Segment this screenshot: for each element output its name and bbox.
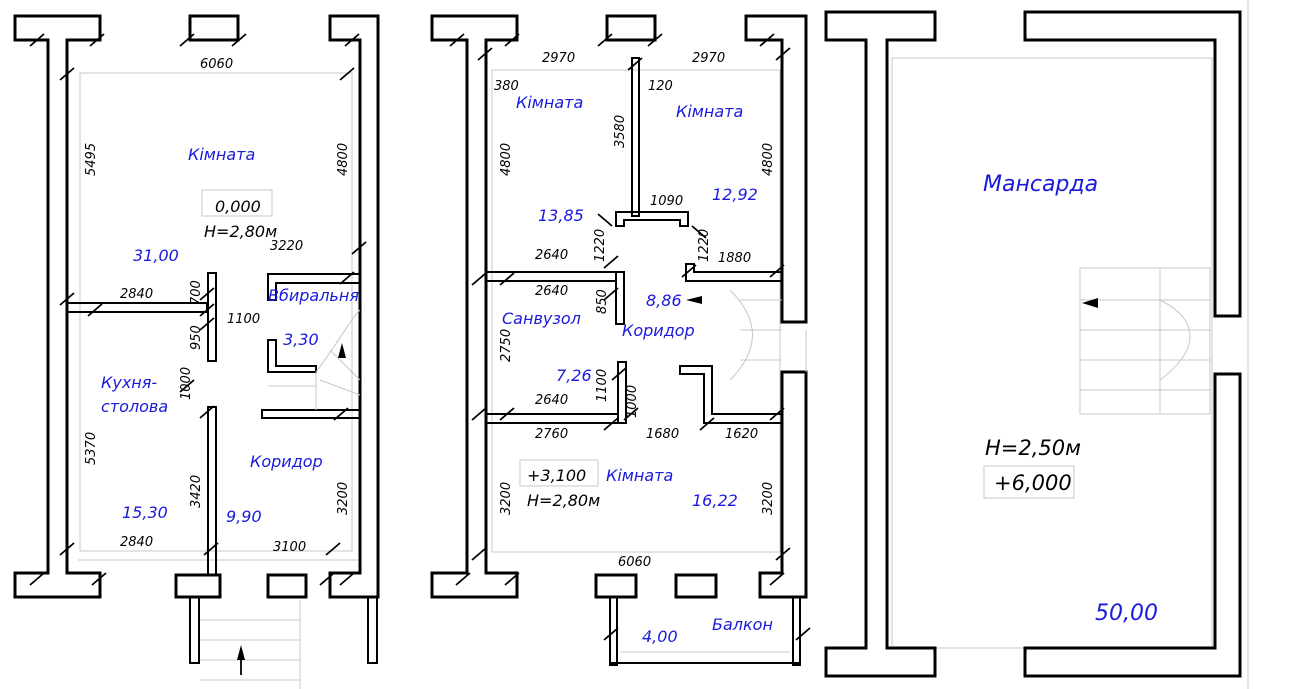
ground-stairs — [268, 309, 361, 410]
ground-dim-1000: 1000 — [179, 367, 194, 400]
ground-door-block-right — [266, 573, 308, 599]
second-dimension-ticks — [449, 33, 811, 641]
second-dim-1880: 1880 — [718, 251, 751, 266]
second-top-window — [605, 14, 657, 42]
second-dim-120: 120 — [648, 79, 673, 94]
second-top-partition — [631, 57, 640, 217]
ground-dim-3220: 3220 — [270, 239, 303, 254]
attic-left-wall — [824, 10, 937, 678]
second-door-block-left — [594, 573, 638, 599]
second-dim-bottom-6060: 6060 — [618, 555, 651, 570]
second-dim-2640b: 2640 — [535, 284, 568, 299]
ground-room-area: 31,00 — [133, 246, 179, 265]
second-height-mark: H=2,80м — [527, 491, 600, 510]
second-stair-arrow — [686, 296, 702, 304]
ground-dim-width-top: 6060 — [200, 57, 233, 72]
attic-plan: Мансарда H=2,50м +6,000 50,00 — [824, 0, 1249, 689]
attic-height-mark: H=2,50м — [985, 436, 1081, 460]
second-dim-850: 850 — [595, 289, 610, 314]
second-stairs — [729, 289, 807, 381]
second-dim-1220b: 1220 — [697, 229, 712, 262]
second-corridor-area: 8,86 — [646, 291, 682, 310]
ground-dim-950: 950 — [189, 325, 204, 350]
ground-dim-2840b: 2840 — [120, 535, 153, 550]
ground-corridor-label: Коридор — [250, 452, 323, 471]
ground-level-mark: 0,000 — [215, 197, 261, 216]
second-floor-inner-outline — [491, 69, 781, 553]
ground-height-mark: H=2,80м — [204, 222, 277, 241]
ground-dim-1100: 1100 — [227, 312, 260, 327]
second-level-mark: +3,100 — [527, 466, 586, 485]
ground-room-label: Кімната — [188, 145, 255, 164]
second-room-right-label: Кімната — [676, 102, 743, 121]
second-room-left-label: Кімната — [516, 93, 583, 112]
second-corridor-label: Коридор — [622, 321, 695, 340]
attic-area: 50,00 — [1095, 601, 1158, 626]
second-dim-right-4800: 4800 — [761, 143, 776, 176]
second-balcony-label: Балкон — [712, 615, 773, 634]
second-dim-top-left: 2970 — [542, 51, 575, 66]
second-dim-top-right: 2970 — [692, 51, 725, 66]
second-dim-3580: 3580 — [613, 115, 628, 148]
ground-dim-3100: 3100 — [273, 540, 306, 555]
ground-dim-3200: 3200 — [336, 482, 351, 515]
second-dim-2750: 2750 — [499, 329, 514, 362]
porch-arrow — [237, 645, 245, 660]
second-dim-left-4800: 4800 — [499, 143, 514, 176]
ground-dim-left-top: 5495 — [84, 143, 99, 176]
ground-dim-2840a: 2840 — [120, 287, 153, 302]
attic-label: Мансарда — [983, 172, 1098, 197]
ground-kitchen-label-l1: Кухня- — [101, 373, 157, 392]
second-dim-1090: 1090 — [650, 194, 683, 209]
porch-stairs — [200, 600, 301, 689]
second-dim-1100: 1100 — [595, 369, 610, 402]
second-dim-2640c: 2640 — [535, 393, 568, 408]
second-balcony-area: 4,00 — [642, 627, 678, 646]
second-door-block-right — [674, 573, 718, 599]
second-dim-1000: 1000 — [625, 385, 640, 418]
ground-floor-plan: 6060 5495 4800 Кімната 0,000 H=2,80м 31,… — [13, 14, 380, 689]
ground-dim-3420: 3420 — [189, 475, 204, 508]
second-bathroom-area: 7,26 — [556, 366, 592, 385]
ground-top-window — [188, 14, 240, 42]
second-room-right-area: 12,92 — [712, 185, 758, 204]
second-dim-2760: 2760 — [535, 427, 568, 442]
ground-bathroom-label: Вбиральня — [268, 286, 359, 305]
second-room-left-area: 13,85 — [538, 206, 584, 225]
second-dim-2640a: 2640 — [535, 248, 568, 263]
ground-kitchen-label-l2: столова — [101, 397, 168, 416]
ground-right-wall — [328, 14, 380, 599]
balcony — [609, 596, 801, 666]
ground-dimension-ticks — [29, 33, 367, 586]
second-left-wall — [430, 14, 519, 599]
ground-dim-700: 700 — [189, 280, 204, 305]
ground-kitchen-area: 15,30 — [122, 503, 168, 522]
attic-right-wall-upper — [1023, 10, 1242, 318]
second-floor-plan: 2970 2970 380 120 Кімната Кімната 3580 4… — [430, 14, 811, 666]
second-room-bottom-area: 16,22 — [692, 491, 738, 510]
second-right-wall-upper — [744, 14, 808, 324]
second-dim-right-3200: 3200 — [761, 482, 776, 515]
second-room-bottom-label: Кімната — [606, 466, 673, 485]
ground-bathroom-wall-top — [267, 273, 361, 301]
ground-dim-right-top: 4800 — [336, 143, 351, 176]
ground-kitchen-wall — [66, 302, 208, 313]
second-dim-1220a: 1220 — [593, 229, 608, 262]
attic-level-mark: +6,000 — [994, 471, 1072, 495]
attic-stairs — [1079, 267, 1211, 415]
second-dim-380: 380 — [494, 79, 519, 94]
ground-bathroom-area: 3,30 — [283, 330, 319, 349]
attic-right-wall-lower — [1023, 372, 1242, 678]
attic-stair-arrow — [1082, 298, 1098, 308]
attic-inner-outline — [891, 57, 1213, 649]
second-dim-1620: 1620 — [725, 427, 758, 442]
second-dim-1680: 1680 — [646, 427, 679, 442]
second-dim-left-3200: 3200 — [499, 482, 514, 515]
second-bathroom-label: Санвузол — [502, 309, 581, 328]
ground-corridor-area: 9,90 — [226, 507, 262, 526]
ground-left-wall — [13, 14, 102, 599]
ground-dim-left-bottom: 5370 — [84, 432, 99, 465]
ground-door-block-left — [174, 573, 222, 599]
